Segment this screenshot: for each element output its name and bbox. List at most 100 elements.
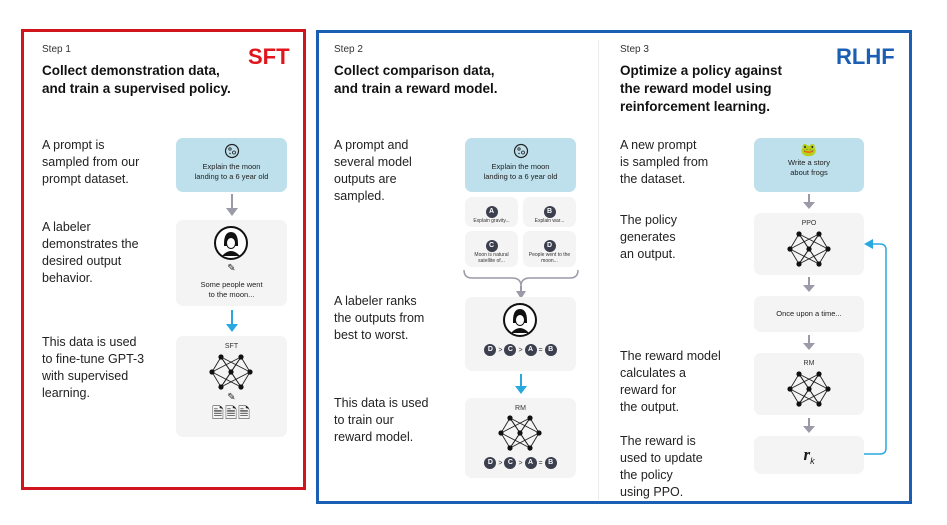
network-node [247, 369, 253, 375]
step2-desc3: This data is used to train our reward mo… [334, 396, 429, 444]
network-edge [240, 356, 251, 373]
step1-sft-card: SFT ✎ 🗎🗎🗎 [176, 336, 287, 437]
rm-model-label: RM [515, 405, 526, 412]
output-text-a: Explain gravity... [473, 218, 510, 224]
arrow-down-icon [808, 335, 810, 345]
network-node [517, 430, 523, 436]
rank-b: B [544, 457, 557, 469]
network-node [825, 246, 831, 252]
step2-title-line1: Collect comparison data, [334, 63, 495, 78]
rank-op: > [498, 459, 503, 467]
network-node [816, 401, 822, 407]
reward-card: rk [754, 436, 864, 474]
network-edge [818, 388, 829, 405]
sft-model-label: SFT [224, 343, 239, 350]
rank-c: C [504, 457, 517, 469]
rlhf-tag: RLHF [836, 44, 895, 69]
step3-desc1: A new prompt is sampled from the dataset… [620, 138, 709, 186]
step2-title-line2: and train a reward model. [334, 81, 498, 96]
step1-desc3: This data is used to fine-tune GPT-3 wit… [42, 335, 145, 400]
network-node [209, 369, 215, 375]
output-card-b: B Explain war... [523, 197, 576, 227]
step2-ranking-card: D> C> A= B [465, 297, 576, 371]
network-node [507, 445, 513, 451]
network-node [796, 401, 802, 407]
network-node [796, 261, 802, 267]
network-edge [818, 373, 829, 390]
network-node [228, 369, 234, 375]
step1-desc2: A labeler demonstrates the desired outpu… [42, 220, 139, 285]
rank-op: > [518, 346, 523, 354]
rank-op: > [498, 346, 503, 354]
moon-icon [513, 143, 528, 159]
network-node [527, 445, 533, 451]
documents-icon: 🗎🗎🗎 [211, 405, 252, 422]
network-edge [789, 233, 800, 250]
output-letter-a: A [485, 206, 498, 218]
step3-prompt-line1: Write a story [788, 158, 830, 167]
network-edge [500, 432, 511, 449]
network-node [536, 430, 542, 436]
frog-icon: 🐸 [800, 142, 818, 157]
step2-prompt-card: Explain the moon landing to a 6 year old [465, 138, 576, 192]
reward-symbol: r [803, 445, 811, 464]
step1-demo-line2: to the moon... [208, 290, 255, 299]
rank-op: = [538, 459, 543, 467]
bracket-arrow-icon [463, 269, 579, 299]
arrow-down-icon [808, 194, 810, 204]
step1-demo-line1: Some people went [200, 280, 263, 289]
ranking-row: D> C> A= B [465, 344, 576, 356]
network-node [787, 386, 793, 392]
network-node [787, 246, 793, 252]
labeler-avatar-icon [503, 303, 537, 337]
step1-prompt-line2: landing to a 6 year old [194, 172, 269, 181]
pencil-icon: ✎ [227, 392, 236, 403]
step-divider [598, 40, 599, 500]
rank-d: D [484, 344, 497, 356]
step3-title: Optimize a policy against the reward mod… [620, 62, 782, 116]
rank-a: A [524, 457, 537, 469]
network-node [796, 371, 802, 377]
arrow-down-blue-icon [231, 310, 233, 326]
step2-rm-card: RM D> C> A= B [465, 398, 576, 478]
step3-label: Step 3 [620, 44, 649, 55]
rank-op: = [538, 346, 543, 354]
labeler-avatar-icon [214, 226, 248, 260]
step2-desc1: A prompt and several model outputs are s… [334, 138, 412, 203]
step2-prompt-line2: landing to a 6 year old [483, 172, 558, 181]
network-node [238, 354, 244, 360]
neural-network-icon [787, 371, 831, 407]
step3-desc4: The reward is used to update the policy … [620, 434, 703, 499]
step3-prompt-line2: about frogs [790, 168, 828, 177]
arrow-down-blue-icon [520, 374, 522, 388]
step2-label: Step 2 [334, 44, 363, 55]
network-edge [240, 371, 251, 388]
step1-title-line1: Collect demonstration data, [42, 63, 220, 78]
output-card-c: C Moon is natural satellite of... [465, 231, 518, 267]
step1-desc1: A prompt is sampled from our prompt data… [42, 138, 140, 186]
network-node [825, 386, 831, 392]
output-card-d: D People went to the moon... [523, 231, 576, 267]
rank-a: A [524, 344, 537, 356]
step3-policy-card: PPO [754, 213, 864, 275]
output-letter-d: D [543, 240, 556, 252]
network-node [498, 430, 504, 436]
rank-d: D [484, 457, 497, 469]
network-node [238, 384, 244, 390]
network-node [507, 415, 513, 421]
output-card-a: A Explain gravity... [465, 197, 518, 227]
neural-network-icon [498, 415, 542, 451]
rm-label: RM [803, 360, 815, 367]
network-edge [529, 432, 540, 449]
step1-title: Collect demonstration data, and train a … [42, 62, 231, 98]
arrowhead-blue-icon [226, 324, 238, 332]
arrowhead-icon [803, 285, 815, 292]
step3-prompt-card: 🐸 Write a story about frogs [754, 138, 864, 192]
rank-b: B [544, 344, 557, 356]
network-node [816, 261, 822, 267]
arrowhead-icon [803, 202, 815, 209]
step3-title-line1: Optimize a policy against [620, 63, 783, 78]
ranking-row: D> C> A= B [465, 457, 576, 469]
arrowhead-blue-icon [515, 386, 527, 394]
arrowhead-icon [803, 426, 815, 433]
